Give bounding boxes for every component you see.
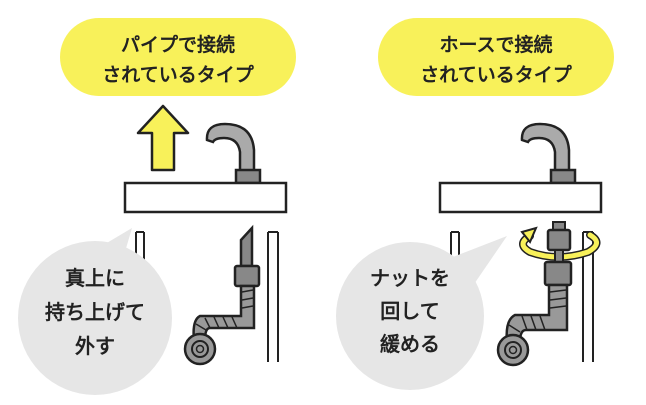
faucet-icon: [520, 122, 577, 185]
bubble-line-2: 回して: [380, 299, 439, 323]
panel-hose: ホースで接続 されているタイプ ナットを 回して: [336, 18, 614, 390]
sink-counter: [123, 181, 288, 214]
sink-counter: [438, 181, 603, 214]
title-line-2: されているタイプ: [102, 63, 254, 86]
up-arrow-icon: [136, 104, 190, 172]
title-pill-hose: [378, 18, 614, 96]
faucet-icon: [205, 122, 262, 185]
drain-hose: [496, 221, 601, 367]
bubble-line-3: 外す: [75, 334, 115, 358]
drain-pipe: [183, 224, 261, 366]
speech-bubble-lift: 真上に 持ち上げて 外す: [18, 228, 172, 395]
title-line-1: ホースで接続: [439, 33, 552, 56]
title-line-1: パイプで接続: [121, 33, 235, 56]
title-line-2: されているタイプ: [420, 63, 572, 86]
bubble-line-3: 緩める: [380, 332, 440, 356]
speech-bubble-loosen: ナットを 回して 緩める: [336, 236, 507, 390]
bubble-line-1: ナットを: [370, 266, 450, 290]
bubble-line-1: 真上に: [65, 266, 125, 290]
panel-pipe: パイプで接続 されているタイプ 真上に 持ち上げて 外す: [18, 18, 296, 395]
title-pill-pipe: [60, 18, 296, 96]
bubble-line-2: 持ち上げて: [45, 300, 145, 324]
cabinet-line: [267, 231, 279, 362]
